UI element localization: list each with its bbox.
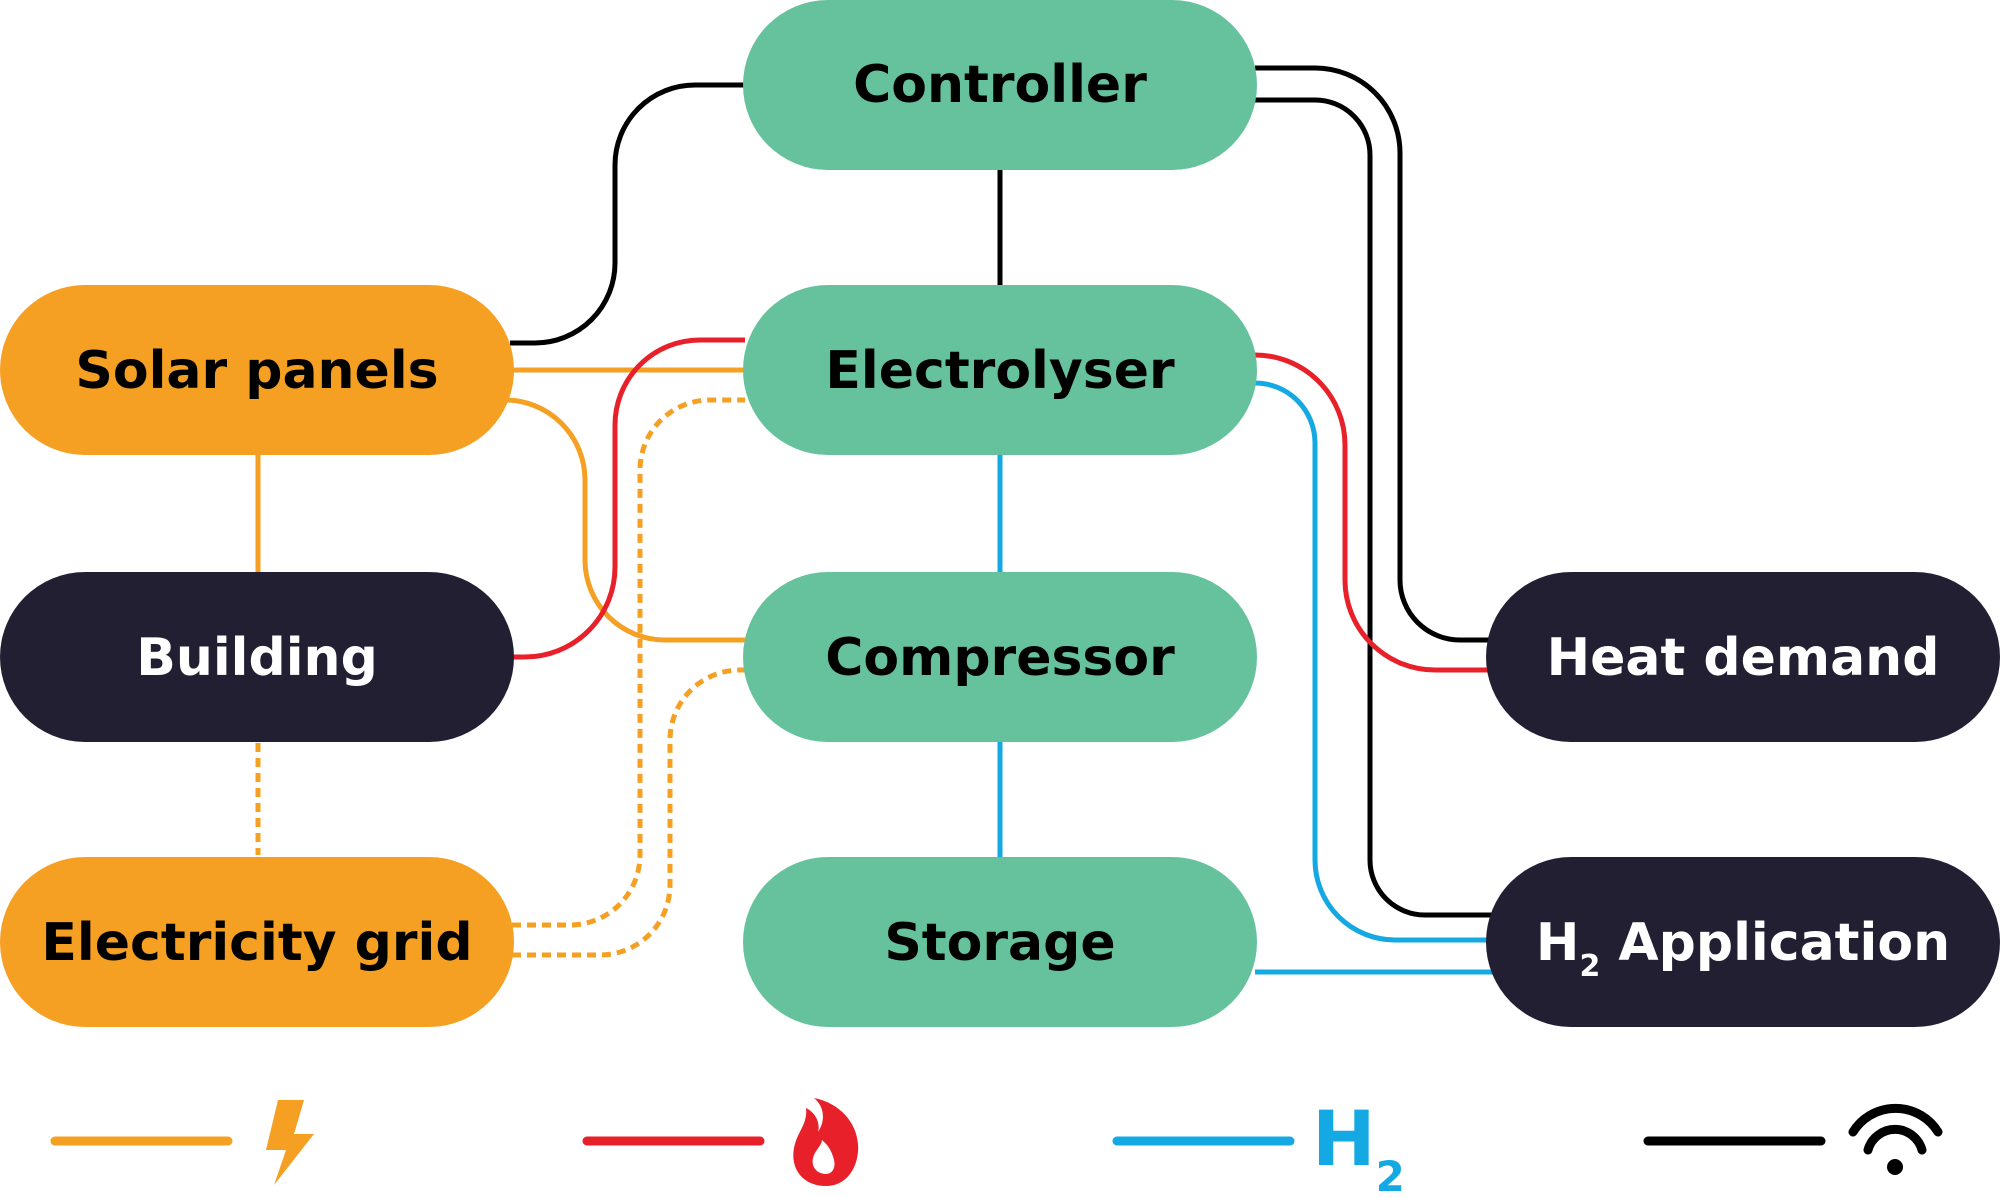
link-grid-compressor (512, 667, 745, 958)
link-electrolyser-heat-demand (1254, 352, 1490, 673)
node-h2-application: H2 Application (1486, 857, 2000, 1027)
node-heat-demand: Heat demand (1486, 572, 2000, 742)
flame-icon (793, 1098, 859, 1186)
node-storage: Storage (743, 857, 1257, 1027)
node-building-label: Building (136, 628, 378, 688)
node-h2-application-label: H2 Application (1536, 913, 1950, 984)
link-building-electrolyser (510, 337, 745, 660)
node-electricity-grid-label: Electricity grid (41, 913, 472, 973)
node-storage-label: Storage (884, 913, 1115, 973)
link-solar-controller (510, 82, 745, 346)
node-electrolyser-label: Electrolyser (825, 341, 1175, 401)
node-compressor-label: Compressor (825, 628, 1175, 688)
link-grid-electrolyser (512, 397, 745, 928)
link-electrolyser-h2-application (1254, 380, 1495, 943)
node-controller: Controller (743, 0, 1257, 170)
link-controller-h2-application (1255, 97, 1495, 918)
node-electrolyser: Electrolyser (743, 285, 1257, 455)
link-controller-heat-demand (1255, 65, 1490, 643)
node-building: Building (0, 572, 514, 742)
node-solar-panels-label: Solar panels (75, 341, 438, 401)
h2-icon: H2 (1312, 1094, 1405, 1198)
node-solar-panels: Solar panels (0, 285, 514, 455)
lightning-bolt-icon (266, 1100, 314, 1185)
node-heat-demand-label: Heat demand (1547, 628, 1940, 688)
legend: H2 (50, 1094, 1943, 1198)
node-compressor: Compressor (743, 572, 1257, 742)
node-electricity-grid: Electricity grid (0, 857, 514, 1027)
node-controller-label: Controller (853, 55, 1147, 115)
link-solar-compressor (504, 397, 745, 643)
wifi-icon (1848, 1103, 1943, 1175)
